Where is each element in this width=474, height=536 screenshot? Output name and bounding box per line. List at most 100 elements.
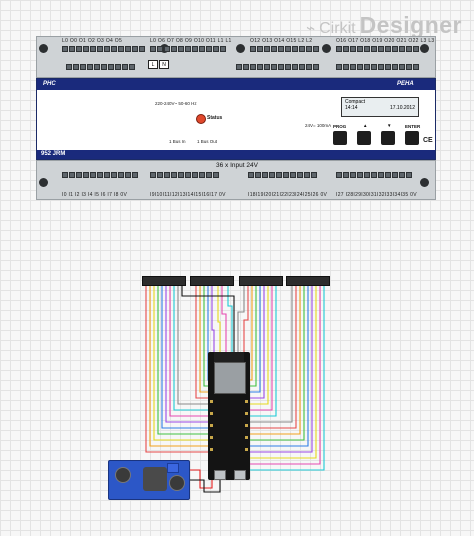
bus-out-label: 1 Bus Out: [197, 139, 218, 144]
wire: [149, 286, 212, 447]
input-terminal-block-2[interactable]: [150, 172, 219, 178]
esp-pin: [245, 412, 248, 415]
bottom-terminal-labels-2: I9I10I11I12I13I14I15I16I17 0V: [150, 192, 226, 198]
brand-logo-left: PHC: [43, 81, 56, 87]
plc-footer-band: 952 JRM: [37, 150, 435, 159]
wire: [250, 286, 305, 441]
usb-port-1[interactable]: [214, 470, 226, 480]
esp-pin: [210, 400, 213, 403]
bottom-terminal-labels-4: I27 I28I29I30I31I32I33I34I35 0V: [336, 192, 417, 198]
wire: [250, 286, 277, 417]
esp-pin: [245, 448, 248, 451]
lcd-time: 14:14: [345, 105, 358, 111]
wire: [145, 286, 212, 453]
buck-converter-module[interactable]: [108, 460, 190, 500]
plc-top-terminal-strip: [36, 36, 436, 78]
esp32-dev-board[interactable]: [208, 352, 250, 480]
mount-hole: [420, 178, 429, 187]
trim-potentiometer[interactable]: [167, 463, 179, 473]
pin-header-1[interactable]: [142, 276, 186, 286]
wire: [250, 286, 253, 381]
wire: [165, 286, 212, 423]
down-button[interactable]: [381, 131, 395, 145]
input-terminal-block-3[interactable]: [248, 172, 317, 178]
top-terminal-block-3[interactable]: [250, 46, 319, 52]
input-terminal-block-4[interactable]: [336, 172, 412, 178]
wire: [250, 286, 269, 405]
cirkit-designer-watermark: ⌁ Cirkit Designer: [306, 12, 462, 39]
prog-button[interactable]: [333, 131, 347, 145]
output-terminal-row-a[interactable]: [236, 64, 319, 70]
plc-header-band: PHC PEHA: [37, 79, 435, 90]
top-terminal-block-4[interactable]: [336, 46, 419, 52]
wire: [250, 286, 293, 423]
wire: [169, 286, 212, 417]
up-button-label: ▲: [363, 123, 368, 128]
wire: [250, 286, 273, 411]
wire: [250, 286, 313, 453]
antenna-area: [214, 352, 244, 362]
lcd-date: 17.10.2012: [389, 105, 415, 111]
top-terminal-block-2[interactable]: [150, 46, 226, 52]
wire: [177, 286, 212, 405]
wire: [250, 286, 317, 459]
up-button[interactable]: [357, 131, 371, 145]
plc-front-panel: PHC PEHA 220-240V~ 50-60 Hz Status Compa…: [36, 78, 436, 160]
esp-pin: [245, 424, 248, 427]
pin-header-4[interactable]: [286, 276, 330, 286]
wire: [188, 469, 213, 489]
top-terminal-labels-2: L0 O6 O7 O8 O9 O10 O11 L1 L1: [150, 38, 232, 44]
top-terminal-labels-3: O12 O13 O14 O15 L2 L2: [250, 38, 313, 44]
plc-lcd-display: Compact 14:14 17.10.2012: [341, 97, 419, 117]
supply-spec-text: 24V= 100mA: [305, 123, 332, 128]
wire: [157, 286, 212, 435]
terminal-n[interactable]: N: [159, 60, 169, 69]
lcd-line1: Compact: [345, 99, 366, 105]
top-terminal-labels-1: L0 O0 O1 O2 O3 O4 O5: [62, 38, 123, 44]
esp-pin: [210, 436, 213, 439]
power-terminals[interactable]: L N: [148, 60, 169, 69]
terminal-l[interactable]: L: [148, 60, 158, 69]
esp-pin: [245, 400, 248, 403]
wire: [237, 286, 245, 352]
mount-hole: [39, 44, 48, 53]
top-terminal-labels-4: O16 O17 O18 O19 O20 O21 O22 L3 L3: [336, 38, 435, 44]
wire: [173, 286, 212, 411]
pin-header-2[interactable]: [190, 276, 234, 286]
mount-hole: [236, 44, 245, 53]
inductor: [143, 467, 167, 491]
wire: [217, 286, 221, 352]
wire: [250, 286, 325, 471]
capacitor: [169, 475, 185, 491]
watermark-brand: Cirkit: [319, 20, 356, 37]
bottom-terminal-labels-1: I0 I1 I2 I3 I4 I5 I6 I7 I8 0V: [62, 192, 128, 198]
cirkit-logo-icon: ⌁: [306, 20, 316, 37]
model-label: 952 JRM: [41, 151, 66, 157]
watermark-product: Designer: [359, 12, 462, 38]
enter-button[interactable]: [405, 131, 419, 145]
wire: [250, 286, 261, 393]
down-button-label: ▼: [387, 123, 392, 128]
wire: [250, 286, 321, 465]
top-terminal-block-1[interactable]: [62, 46, 145, 52]
esp-pin: [210, 412, 213, 415]
rf-shield: [214, 362, 246, 394]
input-terminal-block-1[interactable]: [62, 172, 138, 178]
esp-pin: [245, 436, 248, 439]
mount-hole: [39, 178, 48, 187]
bottom-terminal-labels-3: I18I19I20I21I22I23I24I25I26 0V: [248, 192, 328, 198]
wire: [250, 286, 309, 447]
input-header-label: 36 x Input 24V: [216, 162, 258, 169]
wire: [153, 286, 212, 441]
mount-hole: [322, 44, 331, 53]
output-terminal-row-c[interactable]: [336, 64, 419, 70]
wire: [250, 286, 297, 429]
pin-header-3[interactable]: [239, 276, 283, 286]
output-terminal-row-b[interactable]: [66, 64, 135, 70]
plc-module[interactable]: L0 O0 O1 O2 O3 O4 O5 L0 O6 O7 O8 O9 O10 …: [36, 36, 436, 200]
esp-pin: [210, 448, 213, 451]
esp-pin: [210, 424, 213, 427]
wire: [250, 286, 301, 435]
usb-port-2[interactable]: [234, 470, 246, 480]
